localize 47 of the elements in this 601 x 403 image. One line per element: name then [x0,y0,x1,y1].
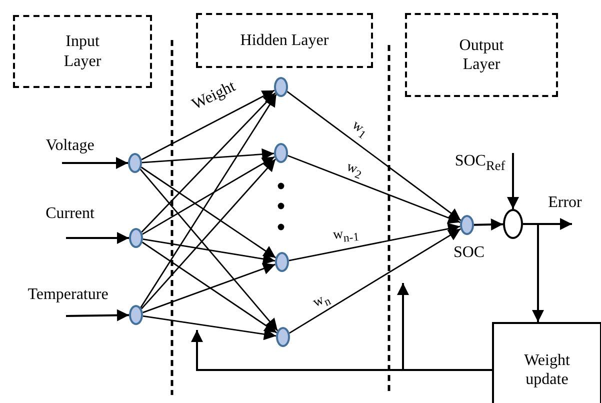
signal-label: Current [46,206,94,222]
connection-arrow [288,222,460,262]
neuron-node [460,215,474,235]
neuron-node [274,77,288,97]
signal-label: Error [548,195,582,211]
node-label: Hidden Layer [239,30,330,50]
connection-arrow [142,238,276,265]
connection-arrow [141,90,275,160]
neuron-node [275,252,289,272]
connection-arrow [523,223,544,322]
signal-arrow [507,153,519,209]
signal-arrow [66,309,130,322]
node-label: Weight update [523,350,571,390]
signal-arrow [62,157,128,169]
signal-arrow [397,283,492,371]
signal-label: Temperature [28,287,108,303]
neuron-node [129,228,143,248]
process-box [492,322,601,403]
signal-label: Weight [190,78,238,114]
signal-arrow [66,232,129,244]
connection-arrow [140,168,278,332]
signal-label: Voltage [46,138,94,154]
connection-arrow [141,158,276,310]
connection-arrow [141,92,276,233]
neuron-node [276,327,290,347]
layer-heading-box [405,13,558,97]
connection-arrow [142,156,275,235]
neuron-node [129,305,143,325]
node-label: Input Layer [62,32,102,71]
connection-arrow [474,218,504,230]
connection-arrow [286,91,462,221]
connection-arrow [140,166,276,258]
node-label: Output Layer [458,36,505,74]
connection-arrow [289,228,461,334]
summing-junction [503,209,523,239]
neuron-node [274,143,288,163]
connection-arrow [142,262,276,314]
layer-heading-box [13,15,152,88]
signal-label: SOC$_{Ref}$ [454,154,506,172]
connection-arrow [142,242,278,334]
connection-arrow [140,94,277,308]
connection-arrow [142,315,276,340]
connection-arrow [142,148,274,164]
node-caption: SOC [453,245,485,261]
connection-arrow [288,154,460,224]
neuron-node [128,153,142,173]
layer-heading-box [196,13,373,68]
